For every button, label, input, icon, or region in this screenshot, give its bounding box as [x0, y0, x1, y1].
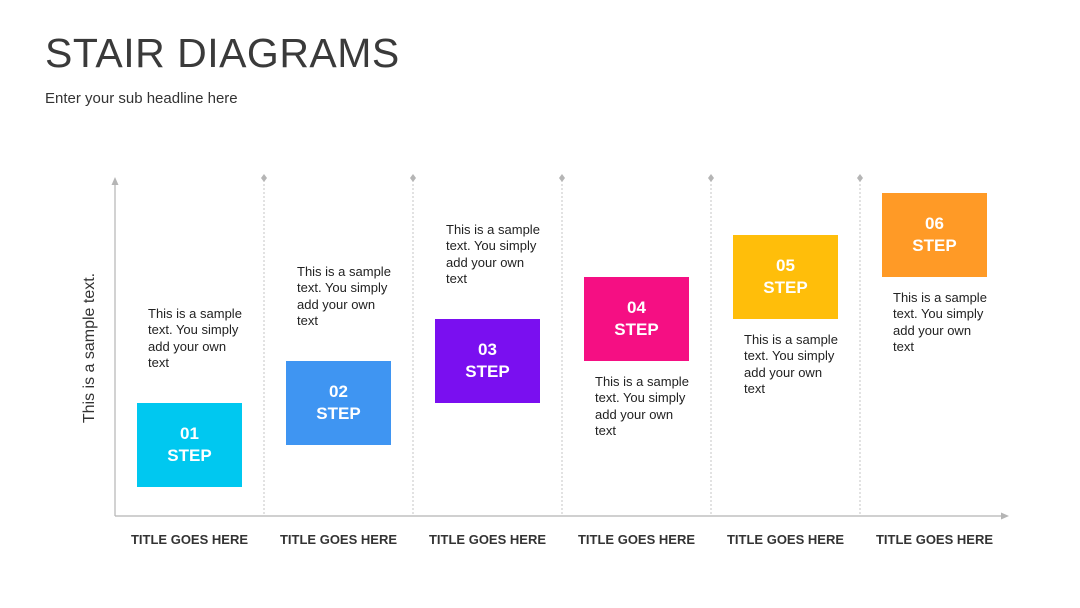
step-label: STEP — [912, 236, 957, 255]
y-axis-label: This is a sample text. — [81, 272, 98, 424]
step-label: STEP — [316, 404, 361, 423]
column-title: TITLE GOES HERE — [130, 532, 248, 547]
column-title: TITLE GOES HERE — [726, 532, 844, 547]
divider-diamond-marker — [261, 174, 267, 182]
step-description: This is a sample text. You simply add yo… — [297, 264, 391, 328]
step-label: STEP — [167, 446, 212, 465]
step-number: 03 — [478, 340, 497, 359]
step-label: STEP — [465, 362, 510, 381]
divider-diamond-marker — [708, 174, 714, 182]
page-title: STAIR DIAGRAMS — [45, 30, 400, 76]
x-axis-arrow — [1001, 512, 1009, 520]
step-number: 04 — [627, 298, 646, 317]
step-description: This is a sample text. You simply add yo… — [446, 222, 540, 286]
step-description: This is a sample text. You simply add yo… — [893, 290, 987, 354]
page-subtitle: Enter your sub headline here — [45, 90, 238, 107]
step-label: STEP — [763, 278, 808, 297]
column-title: TITLE GOES HERE — [875, 532, 993, 547]
step-description: This is a sample text. You simply add yo… — [148, 306, 242, 370]
step-label: STEP — [614, 320, 659, 339]
step-number: 05 — [776, 256, 795, 275]
y-axis-arrow — [111, 177, 119, 185]
step-description: This is a sample text. You simply add yo… — [744, 332, 838, 396]
step-description: This is a sample text. You simply add yo… — [595, 374, 689, 438]
divider-diamond-marker — [559, 174, 565, 182]
step-number: 02 — [329, 382, 348, 401]
step-number: 01 — [180, 424, 199, 443]
column-title: TITLE GOES HERE — [428, 532, 546, 547]
divider-diamond-marker — [857, 174, 863, 182]
column-title: TITLE GOES HERE — [577, 532, 695, 547]
divider-diamond-marker — [410, 174, 416, 182]
column-title: TITLE GOES HERE — [279, 532, 397, 547]
step-number: 06 — [925, 214, 944, 233]
